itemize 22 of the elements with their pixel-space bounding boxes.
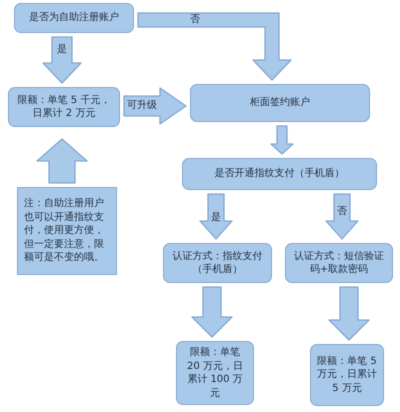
block-arrow (137, 12, 292, 81)
block-arrow (199, 193, 233, 240)
process-box: 限额：单笔 5 千元，日累计 2 万元 (8, 87, 120, 127)
block-arrow (328, 286, 370, 341)
block-arrow (325, 193, 359, 240)
block-arrow (42, 36, 82, 84)
process-box: 是否为自助注册账户 (14, 3, 134, 33)
block-arrow (36, 138, 88, 184)
process-box: 限额：单笔 20 万元，日累计 100 万元 (176, 341, 254, 405)
process-box: 是否开通指纹支付（手机盾） (182, 158, 377, 190)
process-box: 认证方式：指纹支付（手机盾） (163, 243, 272, 283)
block-arrow (270, 125, 294, 155)
edge-label: 否 (190, 14, 200, 26)
edge-label: 可升级 (127, 100, 157, 112)
edge-label: 否 (337, 206, 347, 218)
process-box: 柜面签约账户 (190, 84, 370, 122)
edge-label: 是 (211, 212, 221, 224)
edge-label: 是 (57, 44, 67, 56)
note-box: 注：自助注册用户也可以开通指纹支付，使用更方便，但一定要注意，限额可是不变的哦。 (17, 187, 117, 275)
process-box: 认证方式：短信验证码+取款密码 (285, 243, 393, 283)
process-box: 限额：单笔 5 万元，日累计 5 万元 (310, 344, 384, 406)
block-arrow (191, 286, 233, 338)
